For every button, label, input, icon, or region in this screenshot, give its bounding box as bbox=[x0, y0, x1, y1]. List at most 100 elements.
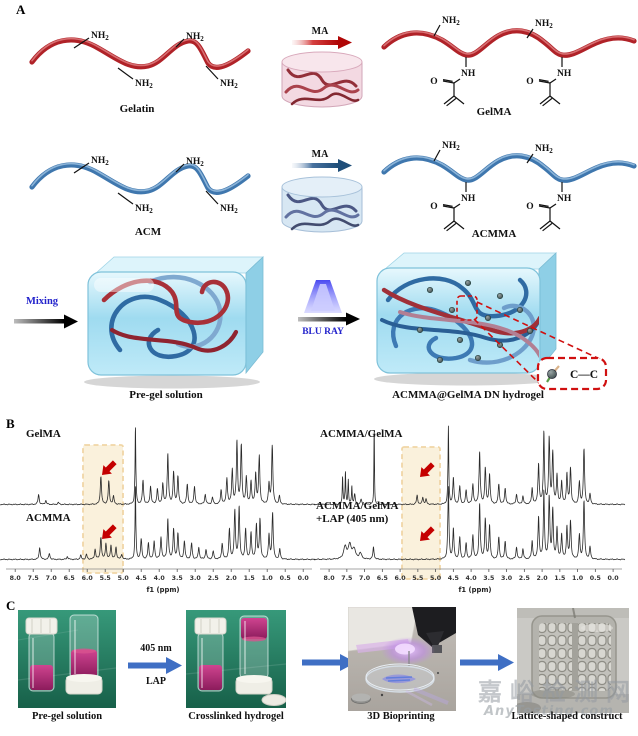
svg-text:NH2: NH2 bbox=[135, 204, 153, 215]
nmr-trace-acmma-gelma bbox=[313, 425, 626, 506]
svg-text:7.0: 7.0 bbox=[359, 575, 371, 582]
panel-a-schematic: NH2 NH2 NH2 NH2 NH2 bbox=[14, 16, 638, 391]
svg-text:NH2: NH2 bbox=[220, 204, 238, 215]
acm-chain: NH2 NH2 NH2 NH2 bbox=[32, 156, 248, 215]
svg-text:NH: NH bbox=[461, 69, 476, 79]
svg-text:O: O bbox=[526, 77, 533, 87]
blue-gel-cylinder bbox=[281, 176, 363, 233]
svg-text:3.5: 3.5 bbox=[172, 575, 183, 582]
svg-text:3.0: 3.0 bbox=[190, 575, 202, 582]
svg-text:7.0: 7.0 bbox=[46, 575, 58, 582]
svg-text:6.0: 6.0 bbox=[395, 575, 407, 582]
panel-b-label: B bbox=[6, 416, 15, 431]
nmr-trace-gelma bbox=[0, 427, 316, 506]
gelatin-chain: NH2 NH2 NH2 NH2 bbox=[32, 31, 248, 90]
svg-text:8.0: 8.0 bbox=[324, 575, 336, 582]
acm-label: ACM bbox=[134, 226, 162, 238]
svg-text:0.5: 0.5 bbox=[590, 575, 601, 582]
methacrylamide-group: NH O bbox=[526, 182, 572, 232]
gelma-label: GelMA bbox=[476, 106, 512, 118]
svg-text:NH: NH bbox=[461, 194, 476, 204]
svg-text:O: O bbox=[430, 202, 437, 212]
vinyl-highlight-box-left bbox=[82, 444, 124, 574]
panel-a-label: A bbox=[16, 2, 26, 17]
svg-text:3.5: 3.5 bbox=[483, 575, 494, 582]
caption-lattice-construct: Lattice-shaped construct bbox=[511, 711, 623, 722]
vial-inverted bbox=[65, 614, 103, 695]
svg-text:NH2: NH2 bbox=[135, 79, 153, 90]
acmma-chain: NH2 NH2 NH O NH O bbox=[384, 141, 634, 232]
product-label: ACMMA@GelMA DN hydrogel bbox=[392, 389, 544, 401]
dn-network-chains bbox=[380, 276, 539, 365]
svg-text:NH2: NH2 bbox=[91, 156, 109, 167]
svg-text:0.0: 0.0 bbox=[298, 575, 310, 582]
svg-text:0.0: 0.0 bbox=[608, 575, 620, 582]
svg-text:NH2: NH2 bbox=[442, 16, 460, 27]
gelma-chain: NH2 NH2 NH O NH bbox=[384, 16, 634, 107]
svg-text:NH2: NH2 bbox=[442, 141, 460, 152]
photo-3d-bioprinting bbox=[348, 607, 456, 711]
bluray-label: BLU RAY bbox=[302, 327, 344, 337]
vial-inverted-gel bbox=[235, 615, 273, 695]
photo-pregel-solution bbox=[18, 610, 116, 708]
ma-arrow-red bbox=[292, 36, 352, 49]
svg-text:O: O bbox=[526, 202, 533, 212]
svg-text:4.5: 4.5 bbox=[136, 575, 147, 582]
svg-text:4.0: 4.0 bbox=[466, 575, 478, 582]
svg-text:4.5: 4.5 bbox=[448, 575, 459, 582]
lattice-column-right bbox=[577, 623, 611, 691]
crosslink-callout: C—C bbox=[536, 356, 608, 391]
svg-text:6.5: 6.5 bbox=[377, 575, 388, 582]
svg-text:1.0: 1.0 bbox=[572, 575, 584, 582]
svg-text:NH2: NH2 bbox=[535, 19, 553, 30]
svg-text:5.0: 5.0 bbox=[430, 575, 442, 582]
svg-text:2.0: 2.0 bbox=[537, 575, 549, 582]
metal-disc bbox=[351, 693, 371, 704]
red-gel-cylinder bbox=[281, 51, 363, 108]
pregel-chains bbox=[101, 274, 239, 360]
panel-c-label: C bbox=[6, 598, 16, 613]
vial-upright bbox=[25, 617, 58, 692]
loose-cap bbox=[261, 694, 286, 706]
nmr-trace-acmma bbox=[0, 486, 316, 561]
magenta-liquid bbox=[199, 665, 222, 690]
spectrum-label-acmma: ACMMA bbox=[26, 512, 71, 524]
svg-text:0.5: 0.5 bbox=[280, 575, 291, 582]
vial-upright bbox=[194, 617, 227, 692]
svg-text:1.5: 1.5 bbox=[554, 575, 565, 582]
lattice-column-left bbox=[539, 623, 573, 691]
magenta-liquid bbox=[71, 650, 97, 677]
svg-text:8.0: 8.0 bbox=[10, 575, 22, 582]
svg-text:6.5: 6.5 bbox=[64, 575, 75, 582]
crosslink-beads bbox=[416, 279, 534, 364]
methacrylamide-group: NH O bbox=[430, 182, 476, 232]
crosslink-cc-label: C—C bbox=[570, 369, 598, 381]
svg-text:7.5: 7.5 bbox=[341, 575, 352, 582]
svg-text:NH: NH bbox=[557, 194, 572, 204]
photo-lattice-construct bbox=[517, 608, 629, 713]
svg-text:6.0: 6.0 bbox=[82, 575, 94, 582]
svg-text:NH2: NH2 bbox=[186, 157, 204, 168]
acmma-label: ACMMA bbox=[471, 228, 517, 240]
crosslink-bead-icon bbox=[547, 369, 557, 379]
caption-3d-bioprinting: 3D Bioprinting bbox=[367, 711, 435, 722]
x-axis-label-right: f1 (ppm) bbox=[458, 586, 491, 594]
pregel-label: Pre-gel solution bbox=[129, 389, 203, 401]
svg-text:5.0: 5.0 bbox=[118, 575, 130, 582]
svg-text:NH2: NH2 bbox=[91, 31, 109, 42]
svg-text:1.5: 1.5 bbox=[244, 575, 255, 582]
spectrum-label-acmma-gelma-lap: ACMMA/GelMA +LAP (405 nm) bbox=[316, 500, 399, 525]
mixing-label: Mixing bbox=[25, 296, 59, 307]
svg-text:3.0: 3.0 bbox=[501, 575, 513, 582]
svg-text:NH2: NH2 bbox=[220, 79, 238, 90]
magenta-liquid bbox=[30, 665, 53, 690]
nmr-trace-acmma-gelma-lap bbox=[314, 486, 626, 561]
photo-crosslinked-hydrogel bbox=[186, 610, 286, 708]
svg-text:O: O bbox=[430, 77, 437, 87]
printer-nozzle bbox=[412, 607, 456, 647]
vinyl-highlight-box-right bbox=[401, 446, 441, 580]
ma-label-2: MA bbox=[311, 149, 329, 160]
x-axis-label-left: f1 (ppm) bbox=[146, 586, 179, 594]
spectrum-label-acmma-gelma: ACMMA/GelMA bbox=[320, 428, 403, 440]
